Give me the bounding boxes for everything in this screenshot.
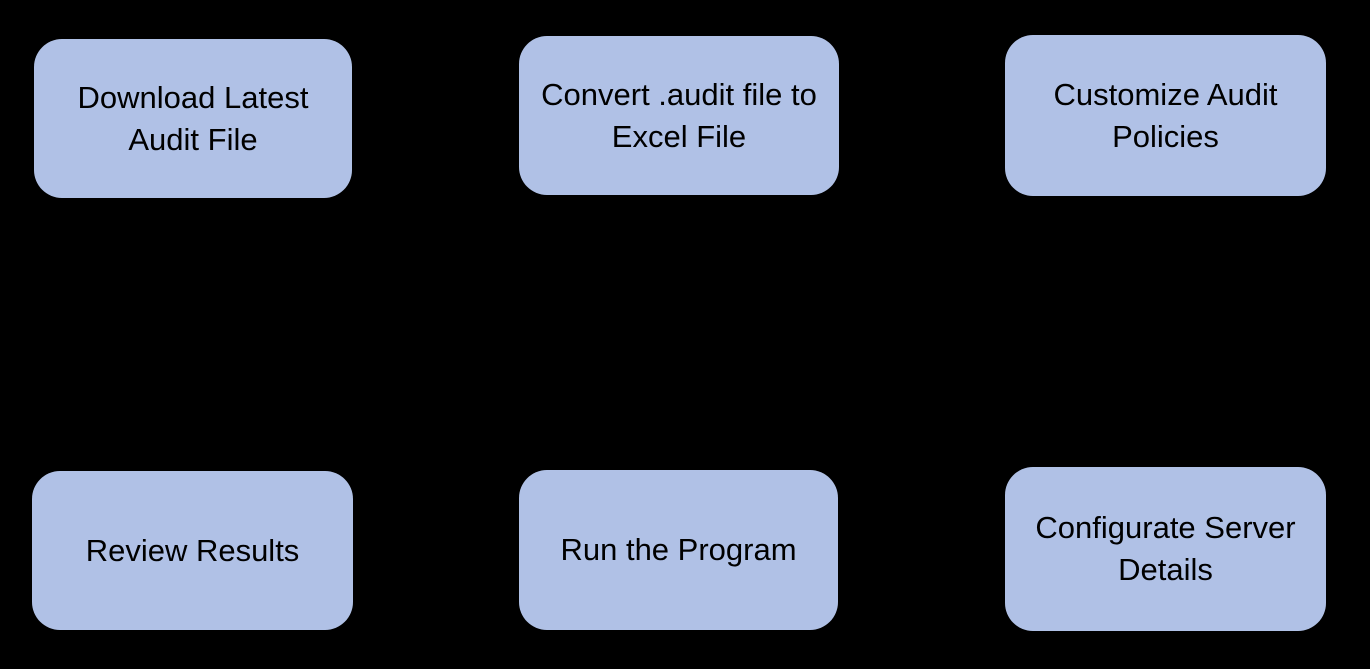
node-convert-audit-to-excel: Convert .audit file to Excel File	[519, 36, 839, 195]
node-download-latest-audit-file: Download Latest Audit File	[34, 39, 352, 198]
node-label: Configurate Server Details	[1035, 510, 1296, 587]
node-label: Customize Audit Policies	[1053, 76, 1278, 154]
node-run-the-program: Run the Program	[519, 470, 838, 630]
node-label: Convert .audit file to Excel File	[541, 76, 817, 154]
node-configurate-server-details: Configurate Server Details	[1005, 467, 1326, 631]
node-label: Review Results	[85, 532, 300, 568]
node-label: Download Latest Audit File	[77, 79, 309, 157]
node-review-results: Review Results	[32, 471, 353, 630]
node-label: Run the Program	[560, 532, 797, 567]
node-customize-audit-policies: Customize Audit Policies	[1005, 35, 1326, 196]
